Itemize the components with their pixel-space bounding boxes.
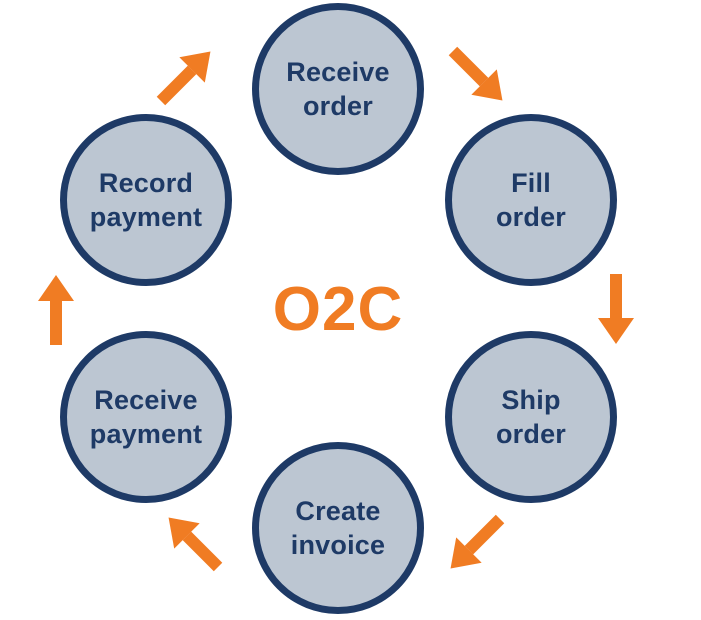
step-ship-order: Ship order: [445, 331, 617, 503]
arrow-down-right-icon: [439, 37, 515, 113]
step-ship-order-line2: order: [495, 419, 567, 449]
step-receive-payment-line1: Receive: [94, 385, 198, 415]
step-record-payment-label: Record payment: [90, 166, 202, 234]
step-fill-order-line2: order: [495, 202, 567, 232]
arrow-up-icon: [38, 275, 74, 347]
step-ship-order-line1: Ship: [501, 385, 561, 415]
step-receive-payment-label: Receive payment: [90, 383, 202, 451]
step-record-payment-line1: Record: [98, 168, 194, 198]
step-create-invoice-label: Create invoice: [291, 494, 385, 562]
step-create-invoice-line1: Create: [295, 496, 381, 526]
step-receive-order-line1: Receive: [286, 57, 390, 87]
step-create-invoice: Create invoice: [252, 442, 424, 614]
step-create-invoice-line2: invoice: [290, 530, 386, 560]
step-receive-order-label: Receive order: [286, 55, 389, 123]
step-record-payment-line2: payment: [89, 202, 203, 232]
step-receive-payment: Receive payment: [60, 331, 232, 503]
step-receive-payment-line2: payment: [89, 419, 203, 449]
step-fill-order: Fill order: [445, 114, 617, 286]
cycle-title: O2C: [272, 275, 404, 344]
step-ship-order-label: Ship order: [496, 383, 566, 451]
step-record-payment: Record payment: [60, 114, 232, 286]
arrow-up-right-icon: [147, 39, 223, 115]
arrow-down-left-icon: [438, 505, 514, 581]
arrow-up-left-icon: [156, 505, 232, 581]
arrow-down-icon: [598, 272, 634, 344]
step-fill-order-label: Fill order: [496, 166, 566, 234]
step-receive-order: Receive order: [252, 3, 424, 175]
step-fill-order-line1: Fill: [511, 168, 551, 198]
step-receive-order-line2: order: [302, 91, 373, 121]
